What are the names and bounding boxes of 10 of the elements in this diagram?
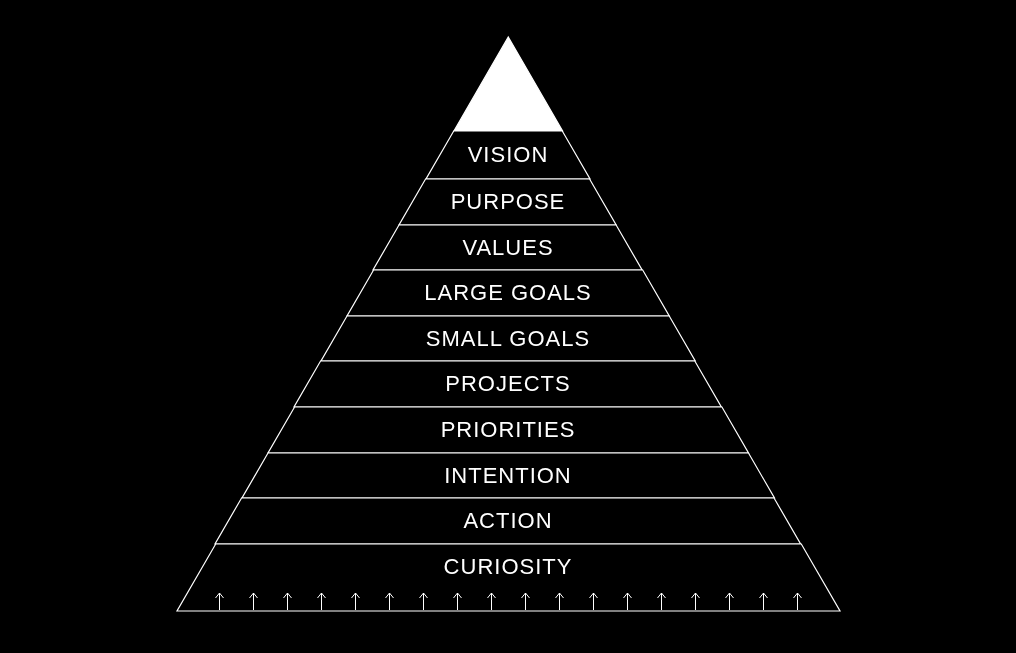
tier-label: LARGE GOALS [424, 280, 592, 306]
tier-label: CURIOSITY [443, 554, 573, 580]
tier-label: PURPOSE [450, 189, 566, 215]
tier-label: SMALL GOALS [425, 325, 591, 352]
tier-label: VALUES [462, 234, 554, 261]
tier-label: ACTION [463, 508, 553, 534]
tier-label: PRIORITIES [440, 417, 576, 443]
tier-label: INTENTION [444, 462, 572, 489]
tier-label: VISION [467, 142, 549, 168]
tier-label: PROJECTS [445, 371, 571, 397]
